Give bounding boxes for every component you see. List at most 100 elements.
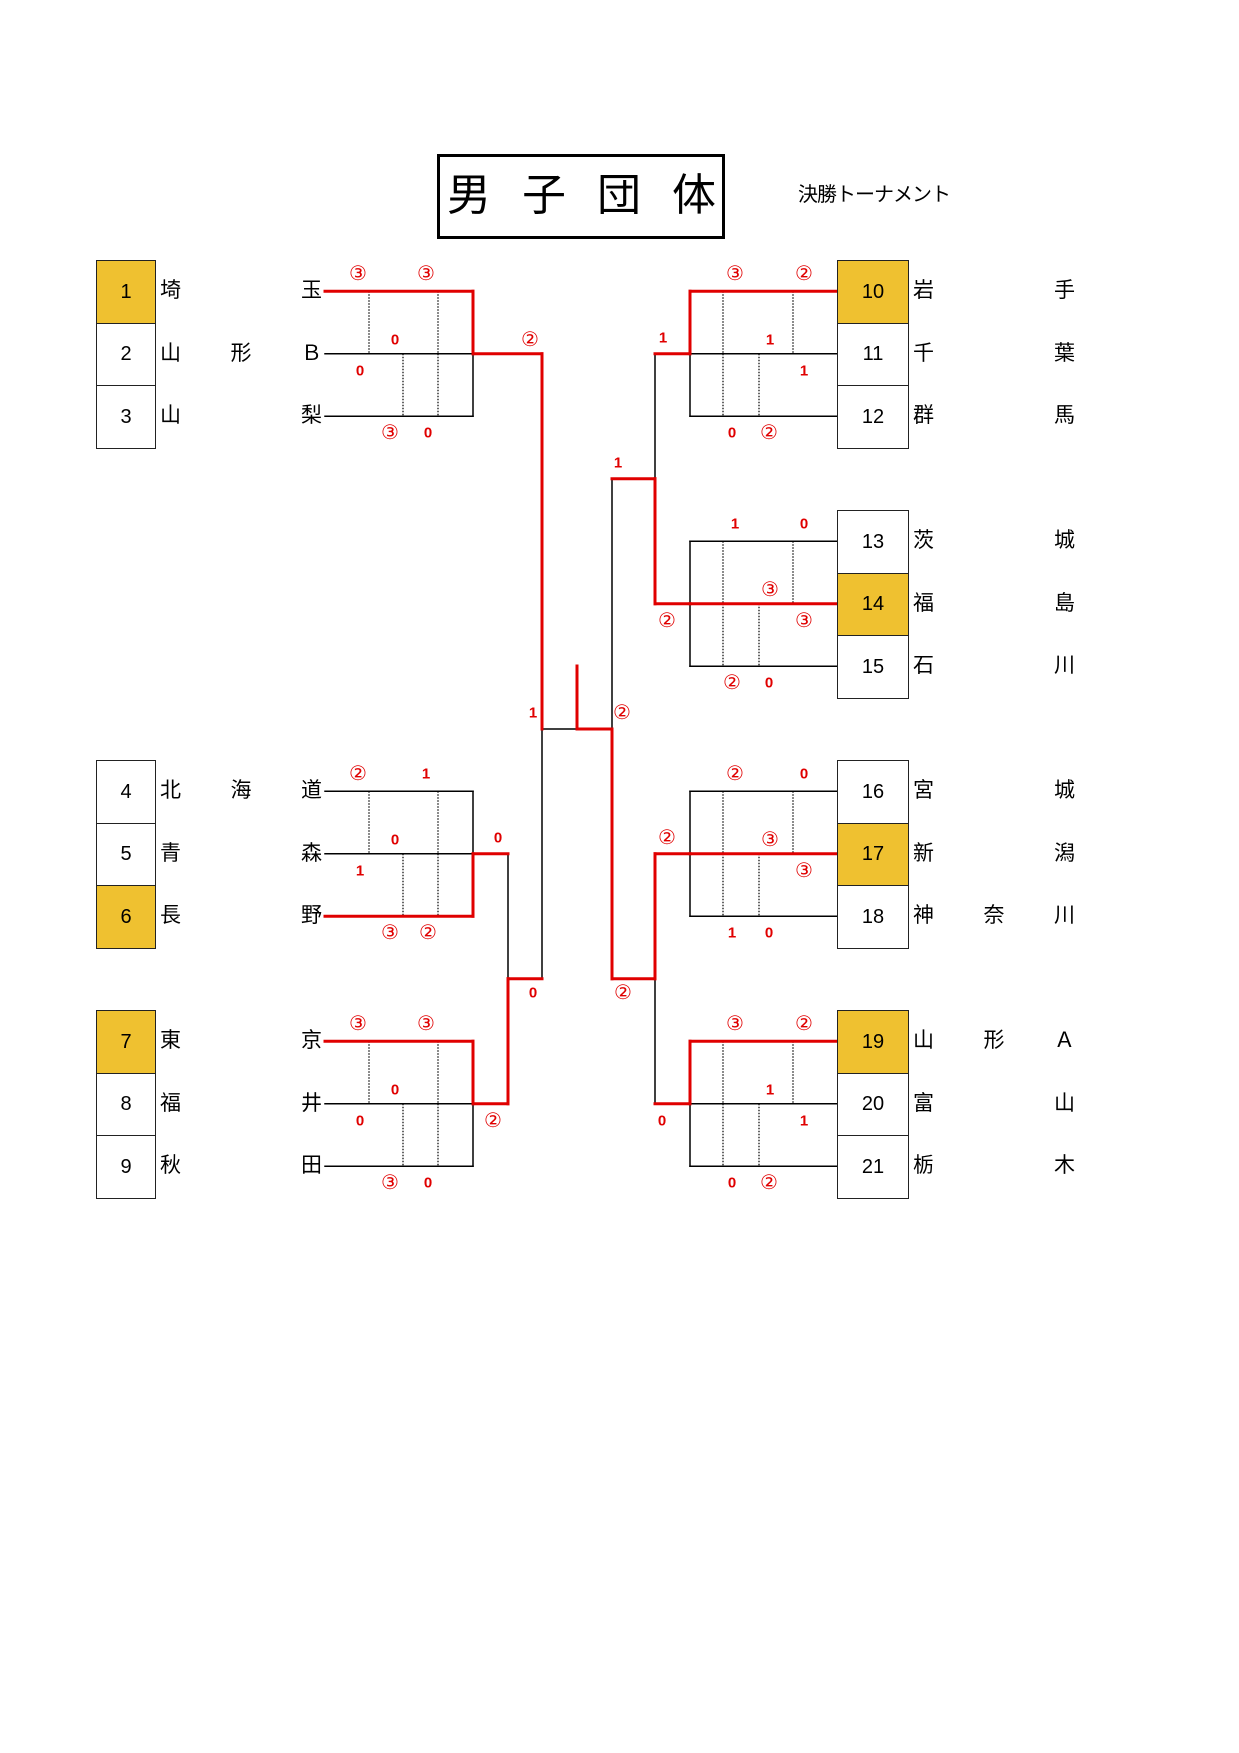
seed-box: 13	[837, 510, 909, 574]
team-name-char: 千	[913, 341, 934, 365]
team-name: 富山	[913, 1073, 1075, 1136]
group-match-score: ②	[419, 922, 437, 944]
seed-box-group-winner: 6	[96, 885, 156, 949]
group-match-score: ③	[381, 1172, 399, 1194]
seed-box: 9	[96, 1135, 156, 1199]
page-subtitle: 決勝トーナメント	[798, 184, 951, 206]
team-name: 栃木	[913, 1135, 1075, 1198]
seed-box: 15	[837, 635, 909, 699]
group-match-score: ②	[349, 763, 367, 785]
group-match-score: 1	[765, 331, 775, 349]
team-name: 千葉	[913, 323, 1075, 386]
group-match-score: ③	[795, 860, 813, 882]
group-match-score: 0	[390, 331, 400, 349]
group-match-score: 1	[421, 765, 431, 783]
team-name-char: 秋	[160, 1154, 181, 1178]
team-name-char: 神	[913, 904, 934, 928]
team-name-char: 馬	[1054, 404, 1075, 428]
team-name-char: 潟	[1054, 841, 1075, 865]
team-name: 秋田	[160, 1135, 322, 1198]
team-name-char: 富	[913, 1091, 934, 1115]
final-score-left: 1	[528, 704, 538, 722]
group-match-score: ③	[761, 579, 779, 601]
team-name-char: 道	[301, 779, 322, 803]
seed-box: 20	[837, 1072, 909, 1137]
seed-box: 5	[96, 822, 156, 887]
team-name-char: 手	[1054, 279, 1075, 303]
team-name: 石川	[913, 635, 1075, 698]
team-name: 福島	[913, 573, 1075, 636]
bracket-dotted-dividers	[368, 291, 794, 1167]
knockout-score: ②	[614, 982, 632, 1004]
seed-box: 18	[837, 885, 909, 949]
team-name-char: 田	[301, 1154, 322, 1178]
team-name-char: 葉	[1054, 341, 1075, 365]
team-name-char: 海	[230, 779, 252, 803]
team-name-char: 茨	[913, 529, 934, 553]
group-match-score: 0	[355, 362, 365, 380]
team-name-char: 城	[1054, 779, 1075, 803]
group-match-score: 0	[423, 424, 433, 442]
team-name-char: 形	[983, 1029, 1005, 1053]
group-match-score: 0	[390, 1081, 400, 1099]
group-match-score: ③	[381, 422, 399, 444]
team-name-char: 東	[160, 1029, 181, 1053]
group-match-score: 0	[764, 924, 774, 942]
team-name: 長野	[160, 885, 322, 948]
group-match-score: 1	[799, 1112, 809, 1130]
group-match-score: ②	[760, 422, 778, 444]
team-name-char: 青	[160, 841, 181, 865]
seed-box: 12	[837, 385, 909, 449]
group-match-score: 1	[799, 362, 809, 380]
group-match-score: ③	[349, 263, 367, 285]
team-name: 新潟	[913, 823, 1075, 886]
team-name: 茨城	[913, 510, 1075, 573]
title-box	[437, 154, 725, 239]
group-match-score: ③	[381, 922, 399, 944]
team-name-char: 形	[230, 341, 252, 365]
seed-box: 21	[837, 1135, 909, 1199]
knockout-score: 1	[658, 329, 668, 347]
seed-box-group-winner: 14	[837, 572, 909, 637]
seed-box: 11	[837, 322, 909, 387]
group-match-score: 1	[355, 862, 365, 880]
seed-box: 4	[96, 760, 156, 824]
team-name: 埼玉	[160, 260, 322, 323]
team-name-char: 山	[160, 341, 181, 365]
seed-box-group-winner: 17	[837, 822, 909, 887]
team-name-char: 長	[160, 904, 181, 928]
team-name-char: 北	[160, 779, 181, 803]
seed-box-group-winner: 1	[96, 260, 156, 324]
team-name-char: 玉	[301, 279, 322, 303]
knockout-score: 0	[528, 984, 538, 1002]
team-name-char: 城	[1054, 529, 1075, 553]
team-name-char: 福	[160, 1091, 181, 1115]
group-match-score: ②	[726, 763, 744, 785]
team-name-char: Ｂ	[301, 341, 322, 365]
team-name: 宮城	[913, 760, 1075, 823]
team-name-char: 山	[1054, 1091, 1075, 1115]
group-match-score: ②	[795, 263, 813, 285]
knockout-score: ②	[658, 610, 676, 632]
knockout-score: 1	[613, 454, 623, 472]
group-match-score: 1	[727, 924, 737, 942]
group-match-score: 0	[355, 1112, 365, 1130]
group-match-score: ②	[723, 672, 741, 694]
group-match-score: ③	[795, 610, 813, 632]
team-name-char: 野	[301, 904, 322, 928]
group-match-score: ③	[726, 263, 744, 285]
knockout-score: ②	[484, 1110, 502, 1132]
team-name-char: 群	[913, 404, 934, 428]
group-match-score: ③	[349, 1013, 367, 1035]
seed-box-group-winner: 7	[96, 1010, 156, 1074]
team-name-char: 埼	[160, 279, 181, 303]
group-match-score: 0	[727, 424, 737, 442]
team-name-char: 島	[1054, 591, 1075, 615]
team-name-char: 石	[913, 654, 934, 678]
group-match-score: ②	[795, 1013, 813, 1035]
team-name-char: 新	[913, 841, 934, 865]
